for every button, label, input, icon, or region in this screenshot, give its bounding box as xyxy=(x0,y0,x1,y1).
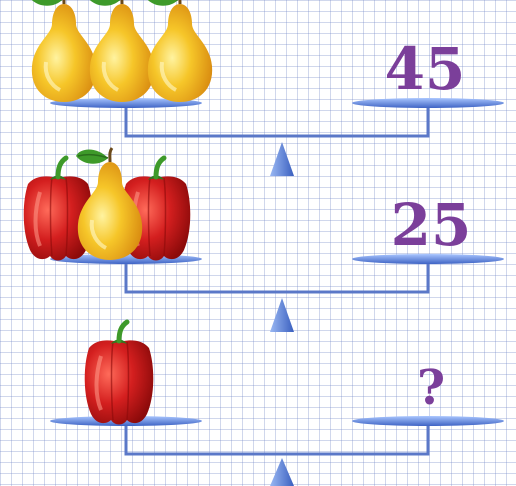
fulcrum-1 xyxy=(270,142,294,176)
scale-beam-3 xyxy=(126,422,428,454)
fulcrum-2 xyxy=(270,298,294,332)
pepper-icon xyxy=(24,158,93,261)
fulcrum-3 xyxy=(270,458,294,486)
row-2-value: 25 xyxy=(356,194,506,256)
pepper-icon xyxy=(85,322,154,425)
scale-beam-1 xyxy=(126,104,428,136)
row-3-answer-placeholder: ? xyxy=(356,362,506,414)
pear-icon xyxy=(76,148,142,260)
pear-icon xyxy=(88,0,154,102)
right-pan-3 xyxy=(352,416,504,426)
pear-icon xyxy=(146,0,212,102)
scale-beam-2 xyxy=(126,260,428,292)
row-1-value: 45 xyxy=(350,38,500,100)
pear-icon xyxy=(30,0,96,102)
